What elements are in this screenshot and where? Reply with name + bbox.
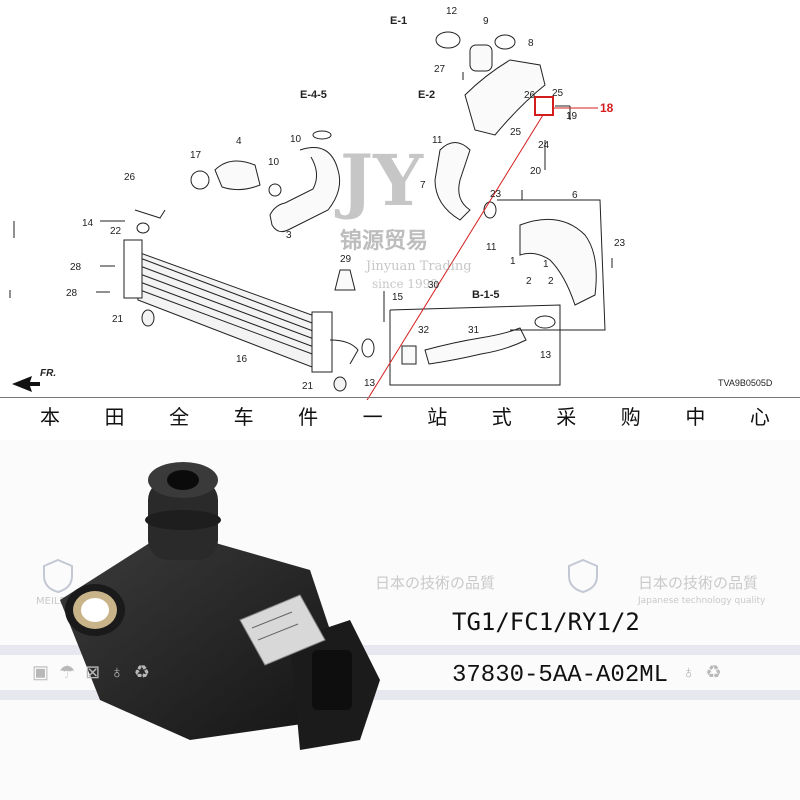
callout: 6 [572,190,578,201]
callout: 16 [236,354,248,365]
slogan-char: 中 [685,404,706,429]
callout: 1 [543,259,549,270]
callout: 2 [548,276,554,287]
callout: 11 [432,135,443,146]
callout: 1 [510,256,516,267]
hose-3 [269,147,341,233]
slogan-char: 一 [362,404,383,429]
product-photo-area: MEILENG 日本の技術の品質 Japanese technology qua… [0,440,800,800]
no-stack-icon: ⊠ [85,662,101,682]
watermark-en: Japanese technology quality [638,596,766,606]
watermark-brand-cn: 锦源贸易 [340,228,428,254]
callout: 26 [124,172,136,183]
callout: 21 [112,314,124,325]
callout: 22 [110,226,122,237]
watermark-band [0,690,800,700]
callout: 30 [428,280,440,291]
callout: 20 [530,166,542,177]
callout: 2 [526,276,532,287]
watermark-brand: MEILENG [36,596,82,607]
callout: 9 [483,16,489,27]
slogan-char: 全 [169,404,190,429]
slogan-char: 心 [749,404,770,429]
callout: 11 [486,242,497,253]
slogan-row: 本 田 全 车 件 一 站 式 采 购 中 心 [0,398,800,432]
section-ref-e45: E-4-5 [300,89,327,101]
slogan-char: 件 [298,404,319,429]
section-divider [0,397,800,398]
callout: 29 [340,254,352,265]
package-icons-row: ▣ ☂ ⊠ ♁ ♻ [32,662,150,683]
part-number: 37830-5AA-A02ML [452,662,669,689]
slogan-char: 车 [233,404,254,429]
recycle-icon: ♻ [705,662,722,682]
pipe-6 [519,218,597,306]
front-label: FR. [40,368,56,379]
callout: 24 [538,140,550,151]
box-icon: ▣ [32,662,50,682]
parts-diagram: E-1 E-2 E-4-5 B-1-5 12 9 8 27 25 26 18 1… [9,6,773,400]
callout: 14 [82,218,94,229]
brand-watermark: JY 锦源贸易 Jinyuan Trading since 1999 [334,139,472,291]
callout: 15 [392,292,404,303]
callout: 12 [446,6,458,17]
model-line: TG1/FC1/RY1/2 [452,608,640,636]
callout: 19 [566,111,578,122]
callout: 13 [364,378,376,389]
shield-logo-icon [568,558,598,594]
highlight-box [534,96,554,116]
callout: 10 [268,157,280,168]
callout: 17 [190,150,202,161]
callout: 10 [290,134,302,145]
section-ref-b15: B-1-5 [472,289,500,301]
callout: 8 [528,38,534,49]
callout: 32 [418,325,430,336]
callout: 27 [434,64,446,75]
fragile-icon: ♁ [682,662,696,682]
callout: 23 [490,189,502,200]
fragile-icon: ♁ [110,662,124,682]
duct-8 [464,59,546,136]
callout: 3 [286,230,292,241]
front-arrow-icon: FR. [12,368,56,392]
slogan-char: 式 [491,404,512,429]
callout: 21 [302,381,314,392]
intercooler-drawing [123,239,359,373]
pipe-31 [424,327,527,365]
section-ref-e1: E-1 [390,15,407,27]
pointer-line [366,114,544,400]
callout: 26 [524,90,536,101]
slogan-char: 站 [427,404,448,429]
callout: 25 [510,127,522,138]
shield-logo-icon [43,558,73,594]
watermark-since: since 1999 [372,277,438,291]
callout: 31 [468,325,480,336]
slogan-char: 本 [40,404,60,429]
callout: 7 [420,180,426,191]
slogan-char: 购 [620,404,641,429]
umbrella-icon: ☂ [59,662,76,682]
callout: 28 [70,262,82,273]
package-icons-row: ♁ ♻ [682,662,722,683]
hose-7 [434,142,471,221]
recycle-icon: ♻ [133,662,150,682]
diagram-code: TVA9B0505D [718,378,773,388]
callout: 28 [66,288,78,299]
callout-numbers: 12 9 8 27 25 26 18 19 25 24 20 10 4 17 1… [66,6,626,392]
watermark-brand-en: Jinyuan Trading [364,259,472,274]
watermark-cn: 日本の技術の品質 [638,574,759,592]
map-sensor-image [60,462,380,750]
watermark-logo-mark: JY [334,139,424,222]
slogan-char: 采 [556,404,577,429]
callout-highlight: 18 [600,101,614,115]
slogan-char: 田 [104,404,125,429]
watermark-cn: 日本の技術の品質 [375,574,496,592]
callout: 25 [552,88,564,99]
section-ref-e2: E-2 [418,89,435,101]
callout: 23 [614,238,626,249]
callout: 13 [540,350,552,361]
callout: 4 [236,136,242,147]
hose-4 [214,160,261,191]
watermark-band [0,645,800,655]
